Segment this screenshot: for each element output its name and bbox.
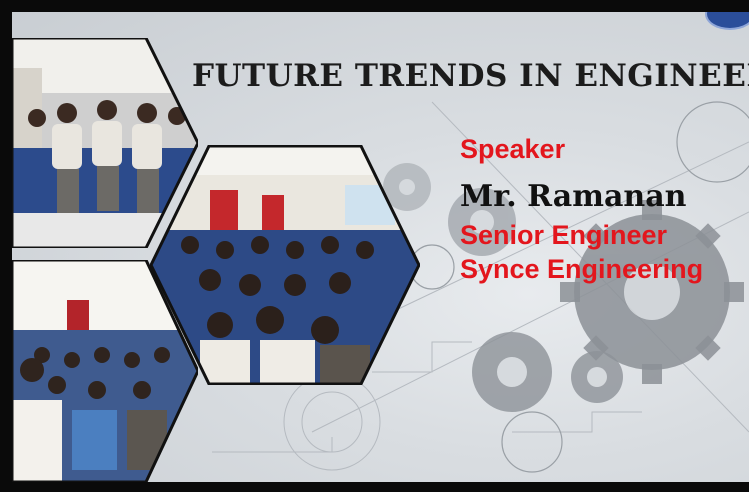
speaker-company: Synce Engineering xyxy=(460,254,704,284)
hex-border-3 xyxy=(12,260,198,482)
speaker-name: Mr. Ramanan xyxy=(460,179,687,214)
speaker-label: Speaker xyxy=(460,134,566,164)
event-title: FUTURE TRENDS IN ENGINEERING xyxy=(192,58,749,94)
gear-icon xyxy=(574,214,730,370)
hex-border-1 xyxy=(12,38,198,248)
hex-border-2 xyxy=(150,145,420,385)
speaker-role: Senior Engineer xyxy=(460,220,668,250)
event-poster: FUTURE TRENDS IN ENGINEERING Speaker Mr.… xyxy=(12,12,749,482)
gear-background xyxy=(212,101,749,473)
